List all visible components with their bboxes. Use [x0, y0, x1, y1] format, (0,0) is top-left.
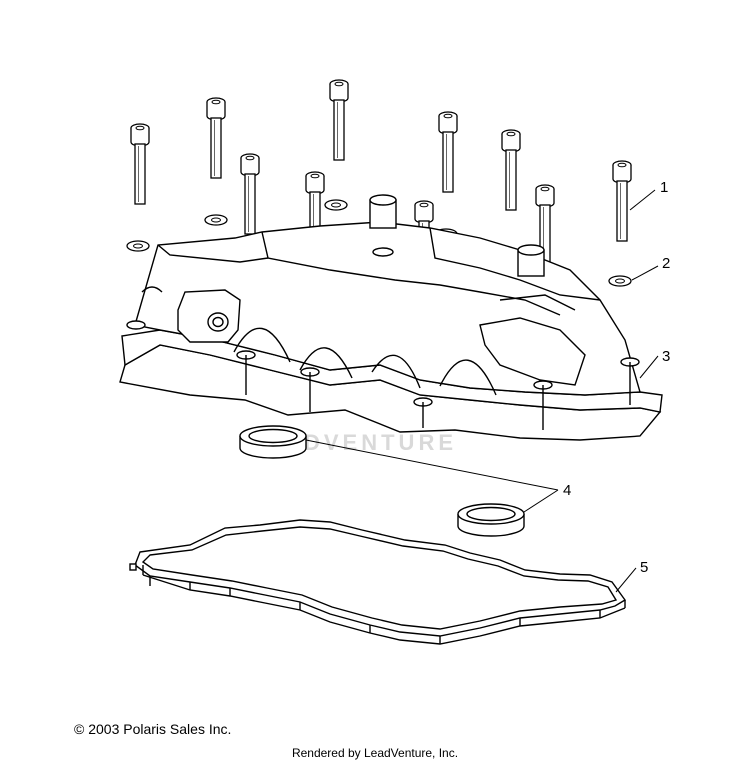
callout-labels: 1 2 3 4 5 [563, 179, 670, 576]
washer-4 [126, 240, 150, 252]
bolt-3 [329, 79, 349, 161]
callout-2: 2 [662, 255, 670, 272]
bolt-2 [206, 97, 226, 179]
seal-group [239, 425, 525, 537]
washer-10 [608, 275, 632, 287]
rendered-by-credit: Rendered by LeadVenture, Inc. [291, 746, 459, 760]
copyright-notice: © 2003 Polaris Sales Inc. [74, 721, 232, 737]
bolt-10 [612, 160, 632, 242]
washer-2 [324, 199, 348, 211]
leader-lines [305, 189, 659, 593]
callout-1: 1 [660, 179, 668, 196]
washer-1 [204, 214, 228, 226]
callout-4: 4 [563, 482, 571, 499]
bolt-5 [501, 129, 521, 211]
bolt-4 [438, 111, 458, 193]
callout-3: 3 [662, 348, 670, 365]
callout-5: 5 [640, 559, 648, 576]
bolt-1 [130, 123, 150, 205]
cover-gasket [129, 519, 627, 645]
bolt-6 [240, 153, 260, 235]
valve-cover [119, 194, 663, 441]
